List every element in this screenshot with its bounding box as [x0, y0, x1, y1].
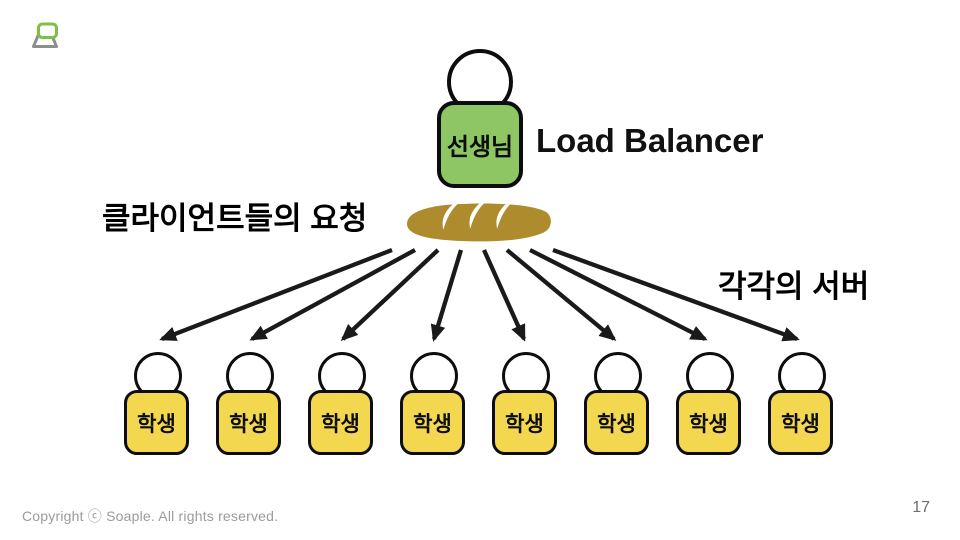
- student-badge-label: 학생: [137, 412, 176, 436]
- student-badge-label: 학생: [505, 412, 544, 436]
- student-badge: 학생: [308, 390, 373, 455]
- student-badge: 학생: [216, 390, 281, 455]
- student-figure: 학생: [492, 352, 558, 456]
- soaple-logo-icon: [32, 22, 58, 48]
- page-number: 17: [912, 499, 930, 516]
- baguette-icon: [407, 200, 551, 242]
- student-figure: 학생: [584, 352, 650, 456]
- student-badge: 학생: [492, 390, 557, 455]
- student-figure: 학생: [768, 352, 834, 456]
- student-figure: 학생: [124, 352, 190, 456]
- student-badge: 학생: [400, 390, 465, 455]
- student-badge-label: 학생: [781, 412, 820, 436]
- copyright-text: Copyright ⓒ Soaple. All rights reserved.: [22, 508, 279, 524]
- client-requests-label: 클라이언트들의 요청: [102, 201, 368, 236]
- load-balancer-title: Load Balancer: [536, 122, 764, 159]
- student-figure: 학생: [676, 352, 742, 456]
- student-badge-label: 학생: [229, 412, 268, 436]
- student-badge: 학생: [584, 390, 649, 455]
- student-figure: 학생: [308, 352, 374, 456]
- student-badge-label: 학생: [413, 412, 452, 436]
- student-badge-label: 학생: [597, 412, 636, 436]
- student-badge-label: 학생: [689, 412, 728, 436]
- student-badge-label: 학생: [321, 412, 360, 436]
- student-badge: 학생: [676, 390, 741, 455]
- teacher-badge-label: 선생님: [446, 134, 514, 161]
- student-figure: 학생: [216, 352, 282, 456]
- each-server-label: 각각의 서버: [718, 269, 870, 304]
- teacher-badge: 선생님: [437, 101, 523, 188]
- student-badge: 학생: [124, 390, 189, 455]
- student-figure: 학생: [400, 352, 466, 456]
- student-badge: 학생: [768, 390, 833, 455]
